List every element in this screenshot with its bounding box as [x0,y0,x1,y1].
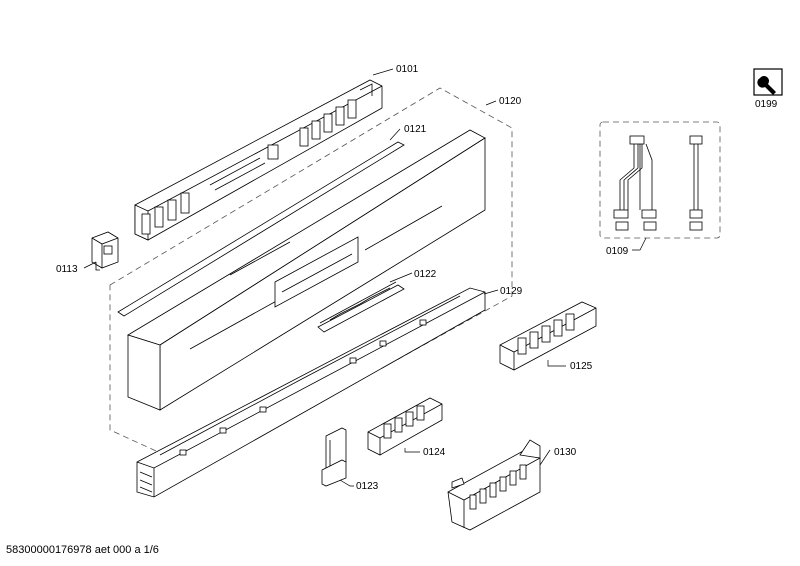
label-0121: 0121 [404,124,427,135]
wrench-icon [753,68,783,96]
leader-lines [83,68,647,487]
part-0122-button-strip [317,281,405,333]
label-0109: 0109 [606,246,629,257]
part-0121-trim-strip [117,141,405,317]
part-0124-connector-block [367,397,443,456]
label-0122: 0122 [414,269,437,280]
part-0123-clip [321,427,347,487]
document-reference: 58300000176978 aet 000 a 1/6 [6,544,159,556]
part-0120-control-panel [127,129,486,411]
label-0101: 0101 [396,64,419,75]
label-0130: 0130 [554,447,577,458]
part-0130-holder [447,439,541,531]
label-0120: 0120 [499,96,522,107]
label-0199: 0199 [755,99,778,110]
part-0129-frame-rail [136,287,486,498]
part-0101-control-module [134,79,383,241]
label-0125: 0125 [570,361,593,372]
assembly-boundary-0120 [109,87,513,471]
label-0129: 0129 [500,286,523,297]
label-0124: 0124 [423,447,446,458]
part-0113-bracket [91,231,119,271]
label-0123: 0123 [356,481,379,492]
label-0113: 0113 [56,264,78,275]
part-0109-harness [599,121,721,239]
part-0125-connector-block [499,301,597,371]
